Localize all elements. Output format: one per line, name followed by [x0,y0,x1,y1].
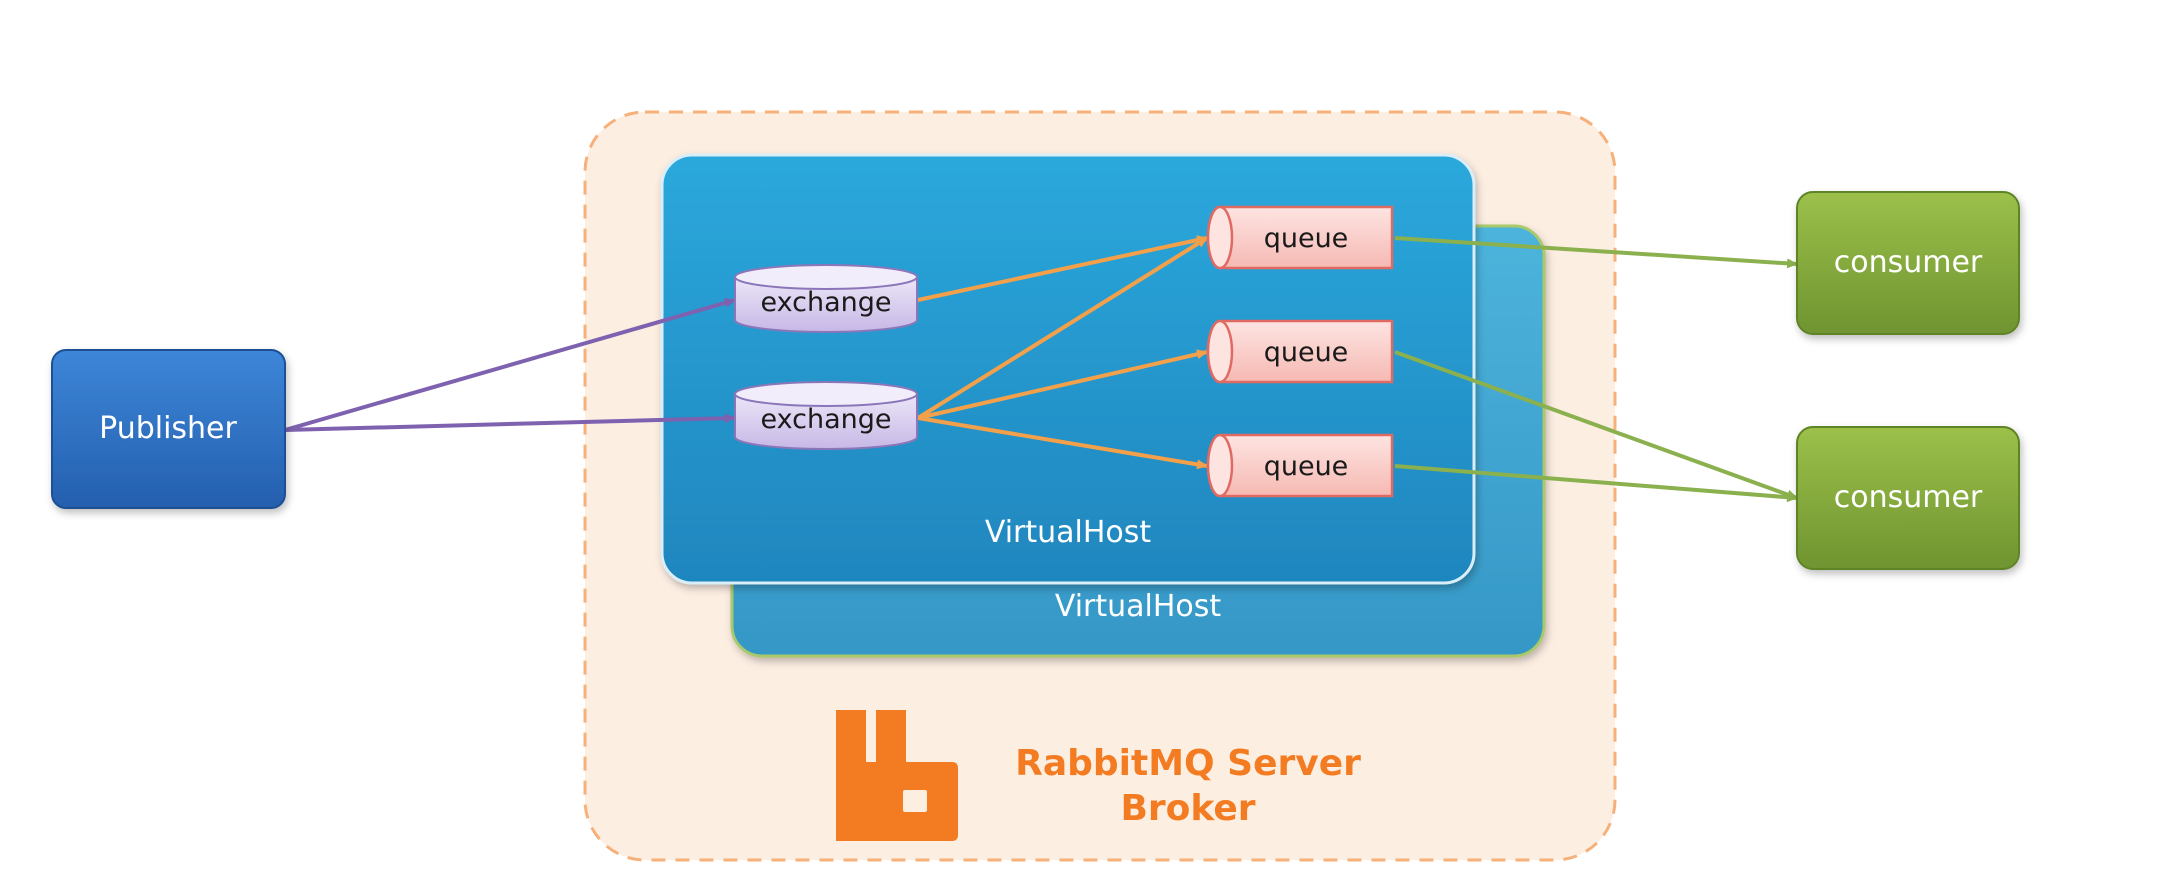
publisher-node[interactable]: Publisher [51,349,286,509]
consumer-label-2: consumer [1834,480,1983,515]
edge-exchange-1-queue-1 [917,235,1208,302]
virtualhost-front-label: VirtualHost [985,515,1152,550]
edge-exchange-2-queue-3 [917,416,1208,470]
rabbitmq-logo-icon [836,710,958,841]
edge-queue-1-consumer-1 [1394,236,1798,269]
publisher-label: Publisher [99,411,237,446]
exchange-node-2[interactable]: exchange [734,381,918,450]
queue-node-3[interactable]: queue [1206,433,1394,498]
edge-exchange-2-queue-1 [916,236,1209,420]
exchange-label-1: exchange [760,287,891,318]
virtualhost-back-label: VirtualHost [1055,589,1222,624]
queue-label-1: queue [1264,223,1349,254]
exchange-node-1[interactable]: exchange [734,264,918,333]
queue-label-2: queue [1264,337,1349,368]
consumer-node-2[interactable]: consumer [1796,426,2020,570]
exchange-label-2: exchange [760,404,891,435]
edge-exchange-2-queue-2 [917,349,1208,420]
edge-publisher-exchange-1 [284,297,736,432]
edge-queue-2-consumer-2 [1394,350,1798,500]
broker-title-line-2: Broker [1120,788,1255,829]
queue-label-3: queue [1264,451,1349,482]
queue-node-2[interactable]: queue [1206,319,1394,384]
broker-title-line-1: RabbitMQ Server [1015,743,1361,784]
queue-node-1[interactable]: queue [1206,205,1394,270]
edge-queue-3-consumer-2 [1394,464,1798,503]
consumer-node-1[interactable]: consumer [1796,191,2020,335]
consumer-label-1: consumer [1834,245,1983,280]
edge-publisher-exchange-2 [284,413,736,432]
